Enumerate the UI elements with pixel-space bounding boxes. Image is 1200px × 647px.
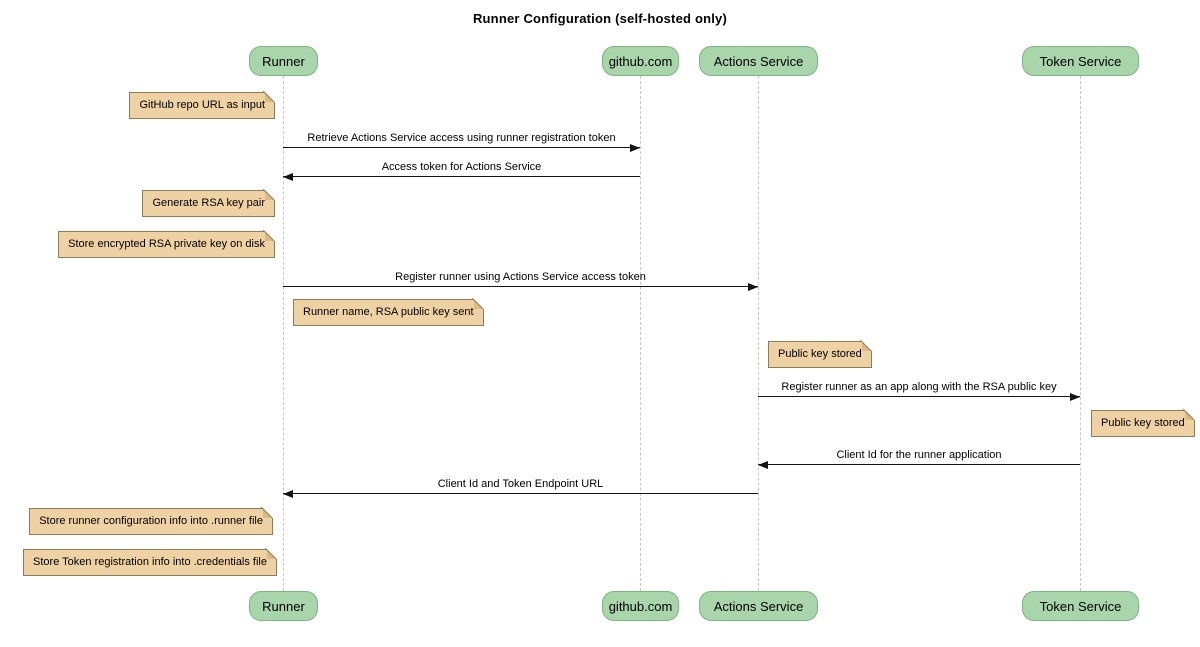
message-label: Register runner using Actions Service ac… [395,271,646,283]
message-2: Access token for Actions Service [283,160,640,181]
note-8: Store Token registration info into .cred… [23,549,277,576]
participant-token-service-bottom: Token Service [1022,591,1139,621]
note-3: Store encrypted RSA private key on disk [58,231,275,258]
message-arrow [283,173,640,181]
participant-github-com-top: github.com [602,46,679,76]
message-label: Register runner as an app along with the… [781,381,1057,393]
lifeline-github-com [640,76,641,591]
message-arrow [758,393,1080,401]
message-5: Client Id for the runner application [758,448,1080,469]
message-arrow [283,283,758,291]
message-3: Register runner using Actions Service ac… [283,270,758,291]
note-2: Generate RSA key pair [142,190,275,217]
participant-github-com-bottom: github.com [602,591,679,621]
participant-runner-top: Runner [249,46,318,76]
note-5: Public key stored [768,341,872,368]
message-4: Register runner as an app along with the… [758,380,1080,401]
lifeline-token-service [1080,76,1081,591]
diagram-title: Runner Configuration (self-hosted only) [472,11,728,26]
participant-actions-service-top: Actions Service [699,46,818,76]
message-arrow [758,461,1080,469]
note-4: Runner name, RSA public key sent [293,299,484,326]
message-label: Retrieve Actions Service access using ru… [307,132,616,144]
note-7: Store runner configuration info into .ru… [29,508,273,535]
message-label: Client Id and Token Endpoint URL [437,478,604,490]
message-6: Client Id and Token Endpoint URL [283,477,758,498]
participant-token-service-top: Token Service [1022,46,1139,76]
message-label: Client Id for the runner application [836,449,1002,461]
note-1: GitHub repo URL as input [129,92,275,119]
message-arrow [283,490,758,498]
message-arrow [283,144,640,152]
note-6: Public key stored [1091,410,1195,437]
lifeline-actions-service [758,76,759,591]
participant-actions-service-bottom: Actions Service [699,591,818,621]
message-label: Access token for Actions Service [381,161,542,173]
lifeline-runner [283,76,284,591]
message-1: Retrieve Actions Service access using ru… [283,131,640,152]
participant-runner-bottom: Runner [249,591,318,621]
